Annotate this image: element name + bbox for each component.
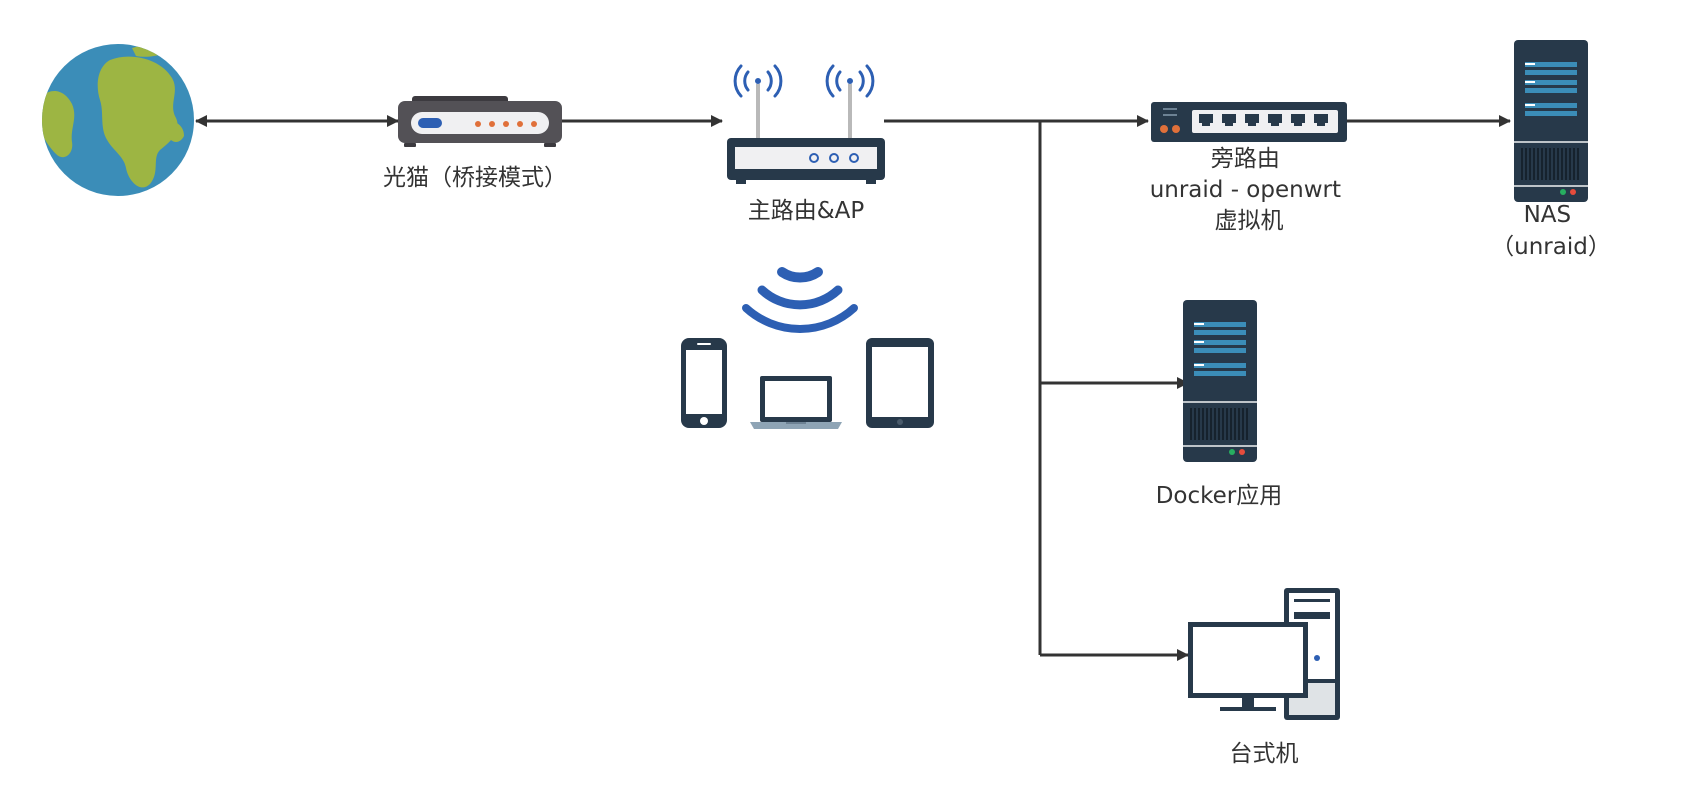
desktop-computer-icon xyxy=(1188,588,1340,720)
side-router-label-line-2: unraid - openwrt xyxy=(1150,177,1341,203)
side-router-label-line-1: 旁路由 xyxy=(1211,146,1280,172)
nas-label: NAS （unraid） xyxy=(1491,202,1611,260)
nas-server-icon xyxy=(1514,40,1588,202)
docker-server-icon xyxy=(1183,300,1257,462)
side-router-label-line-3: 虚拟机 xyxy=(1215,208,1284,234)
nas-label-line-2: （unraid） xyxy=(1491,234,1611,260)
modem-icon xyxy=(398,96,562,147)
desktop-label: 台式机 xyxy=(1230,741,1299,767)
smartphone-icon xyxy=(681,338,727,428)
connections xyxy=(195,115,1511,661)
docker-label: Docker应用 xyxy=(1156,483,1283,509)
laptop-icon xyxy=(750,376,842,429)
globe-icon xyxy=(42,44,194,196)
tablet-icon xyxy=(866,338,934,428)
modem-label: 光猫（桥接模式） xyxy=(383,165,567,191)
wifi-router-icon xyxy=(727,64,885,184)
nas-label-line-1: NAS xyxy=(1524,202,1572,228)
main-router-label: 主路由&AP xyxy=(748,198,865,224)
side-router-label: 旁路由 unraid - openwrt 虚拟机 xyxy=(1150,146,1349,234)
wifi-signal-icon xyxy=(742,267,858,333)
network-switch-icon xyxy=(1151,102,1347,142)
